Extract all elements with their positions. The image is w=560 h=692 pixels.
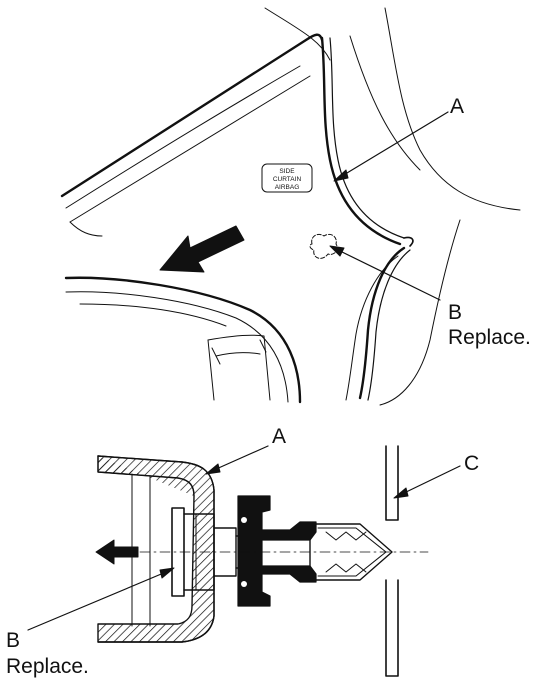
callout-a-bottom: A: [272, 425, 287, 448]
grommet: [237, 495, 317, 607]
body-panel-c-lower: [385, 579, 399, 677]
badge-line-2: CURTAIN: [273, 176, 302, 183]
bottom-view-illustration: [27, 445, 461, 677]
callout-b-bottom: B: [6, 629, 21, 652]
leader-a-bottom: [213, 445, 269, 471]
callout-a-top: A: [450, 95, 465, 118]
leader-b-bottom: [27, 571, 167, 631]
callout-c-bottom: C: [464, 452, 480, 475]
top-view-illustration: [60, 7, 521, 406]
leader-a-top: [341, 111, 449, 177]
trim-a-section: [97, 455, 215, 643]
leader-c: [401, 465, 461, 495]
body-panel-c-upper: [385, 445, 399, 521]
airbag-badge-text: SIDE CURTAIN AIRBAG: [273, 168, 302, 191]
callout-b-top: B: [448, 301, 463, 324]
replace-note-top: Replace.: [448, 326, 531, 349]
badge-line-1: SIDE: [279, 168, 295, 175]
airbag-badge: [261, 163, 313, 193]
removal-direction-arrow: [159, 225, 245, 273]
clip-b-head: [171, 507, 185, 597]
replace-note-bottom: Replace.: [6, 655, 89, 678]
badge-line-3: AIRBAG: [275, 184, 300, 191]
removal-direction-arrow-bottom: [95, 539, 139, 565]
leader-b-top: [337, 249, 441, 301]
